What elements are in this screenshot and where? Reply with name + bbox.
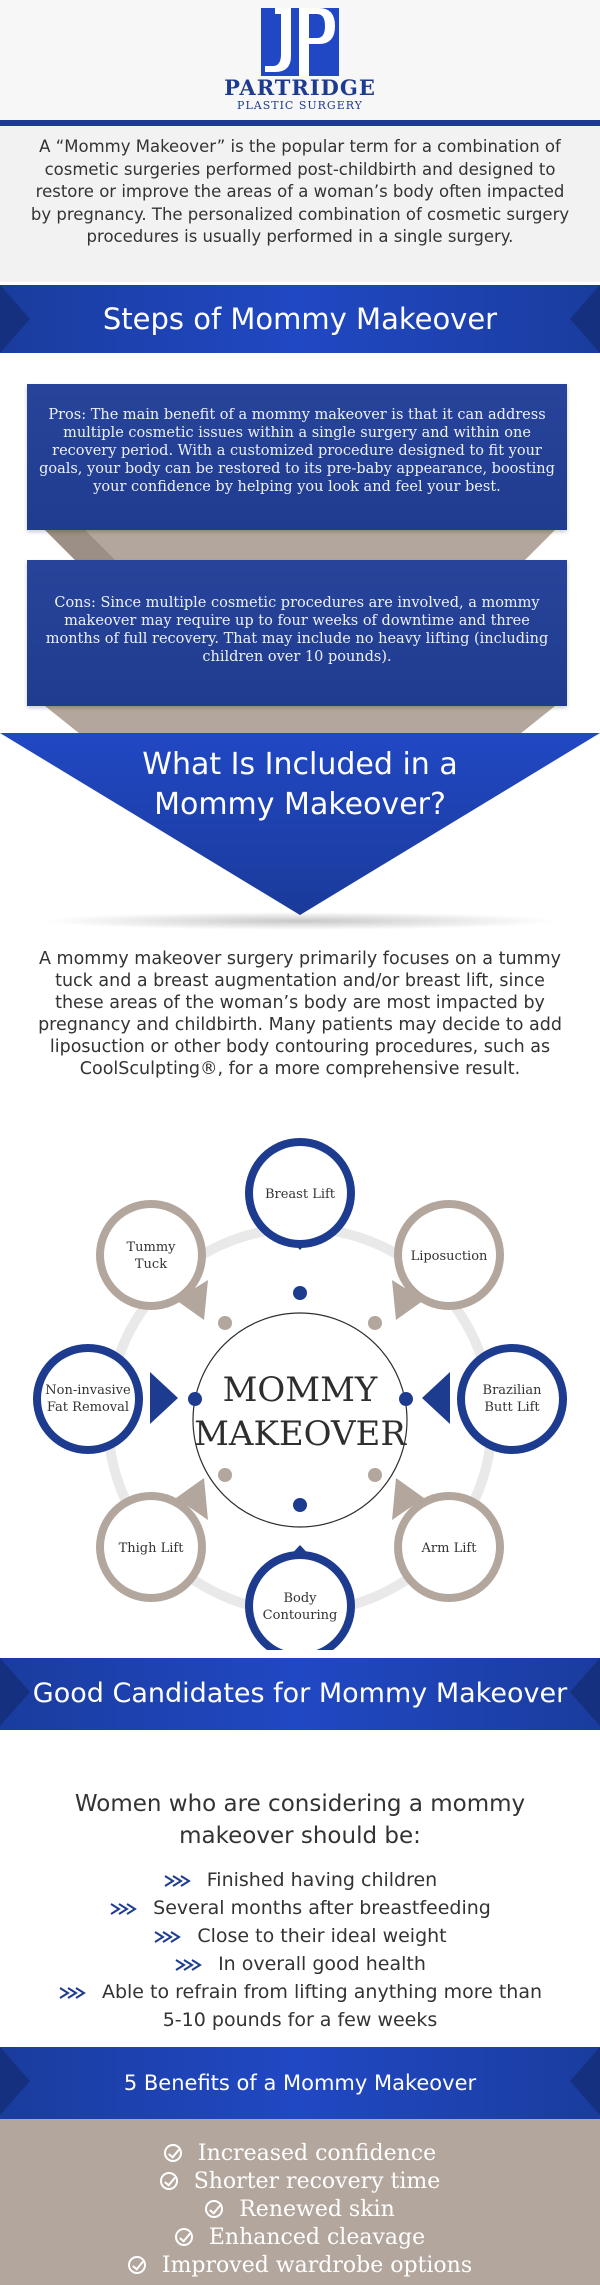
shadow-decoration [40, 912, 560, 930]
list-item: In overall good health [0, 1950, 600, 1978]
list-item: Able to refrain from lifting anything mo… [0, 1978, 600, 2006]
label-thigh-lift: Thigh Lift [119, 1541, 185, 1556]
label-bbl-line2: Butt Lift [484, 1400, 540, 1415]
label-tummy-line2: Tuck [135, 1257, 167, 1272]
cons-card: Cons: Since multiple cosmetic procedures… [27, 560, 567, 706]
list-item-continuation: 5-10 pounds for a few weeks [162, 2009, 438, 2031]
node-liposuction [392, 1200, 504, 1320]
label-body-line2: Contouring [263, 1608, 338, 1623]
header: PARTRIDGE PLASTIC SURGERY [0, 0, 600, 126]
included-text: A mommy makeover surgery primarily focus… [38, 949, 562, 1079]
label-bbl-line1: Brazilian [483, 1383, 543, 1398]
fold-decoration [40, 702, 560, 734]
list-item: Several months after breastfeeding [0, 1894, 600, 1922]
node-fat-removal [33, 1344, 178, 1454]
fold-decoration [40, 525, 560, 565]
pros-card: Pros: The main benefit of a mommy makeov… [27, 384, 567, 530]
check-circle-icon [127, 2256, 146, 2274]
candidates-banner: Good Candidates for Mommy Makeover [0, 1658, 600, 1730]
center-line2: MAKEOVER [194, 1414, 407, 1454]
label-liposuction: Liposuction [411, 1249, 488, 1264]
node-thigh-lift [96, 1478, 208, 1602]
partridge-logo-icon [261, 8, 339, 76]
label-fat-line1: Non-invasive [45, 1383, 131, 1398]
check-circle-icon [174, 2228, 193, 2246]
check-circle-icon [205, 2200, 224, 2218]
intro-text: A “Mommy Makeover” is the popular term f… [0, 126, 600, 282]
steps-banner: Steps of Mommy Makeover [0, 285, 600, 353]
node-body-contouring [245, 1545, 355, 1650]
procedures-diagram: Breast Lift Liposuction Brazilian Butt L… [33, 1138, 567, 1650]
check-circle-icon [159, 2172, 178, 2190]
list-item: Improved wardrobe options [0, 2252, 600, 2280]
list-item: Increased confidence [0, 2140, 600, 2168]
node-breast-lift [245, 1138, 355, 1250]
center-ring [192, 1312, 408, 1528]
brand-name: PARTRIDGE [224, 75, 376, 100]
label-body-line1: Body [283, 1591, 317, 1606]
label-fat-line2: Fat Removal [47, 1400, 129, 1415]
benefits-list: Increased confidence Shorter recovery ti… [0, 2119, 600, 2285]
list-item: Renewed skin [0, 2196, 600, 2224]
center-line1: MOMMY [223, 1370, 378, 1410]
list-item: Finished having children [0, 1866, 600, 1894]
header-rule [0, 120, 600, 126]
double-chevron-icon [164, 1874, 191, 1887]
double-chevron-icon [110, 1902, 138, 1915]
node-arm-lift [392, 1478, 504, 1602]
label-arm-lift: Arm Lift [421, 1541, 478, 1556]
included-title: What Is Included in a Mommy Makeover? [142, 747, 458, 822]
candidates-title: Women who are considering a mommy makeov… [74, 1791, 526, 1849]
label-breast-lift: Breast Lift [265, 1187, 336, 1202]
brand-tagline: PLASTIC SURGERY [237, 99, 363, 112]
double-chevron-icon [59, 1986, 86, 1999]
double-chevron-icon [154, 1930, 182, 1943]
node-brazilian-butt-lift [422, 1344, 567, 1454]
candidates-list: Finished having children Several months … [0, 1866, 600, 2034]
included-triangle [0, 733, 600, 915]
list-item: Enhanced cleavage [0, 2224, 600, 2252]
benefits-banner: 5 Benefits of a Mommy Makeover [0, 2047, 600, 2119]
check-circle-icon [163, 2144, 182, 2162]
label-tummy-line1: Tummy [126, 1240, 176, 1255]
list-item: Close to their ideal weight [0, 1922, 600, 1950]
list-item: Shorter recovery time [0, 2168, 600, 2196]
node-tummy-tuck [96, 1200, 208, 1320]
double-chevron-icon [175, 1958, 202, 1971]
